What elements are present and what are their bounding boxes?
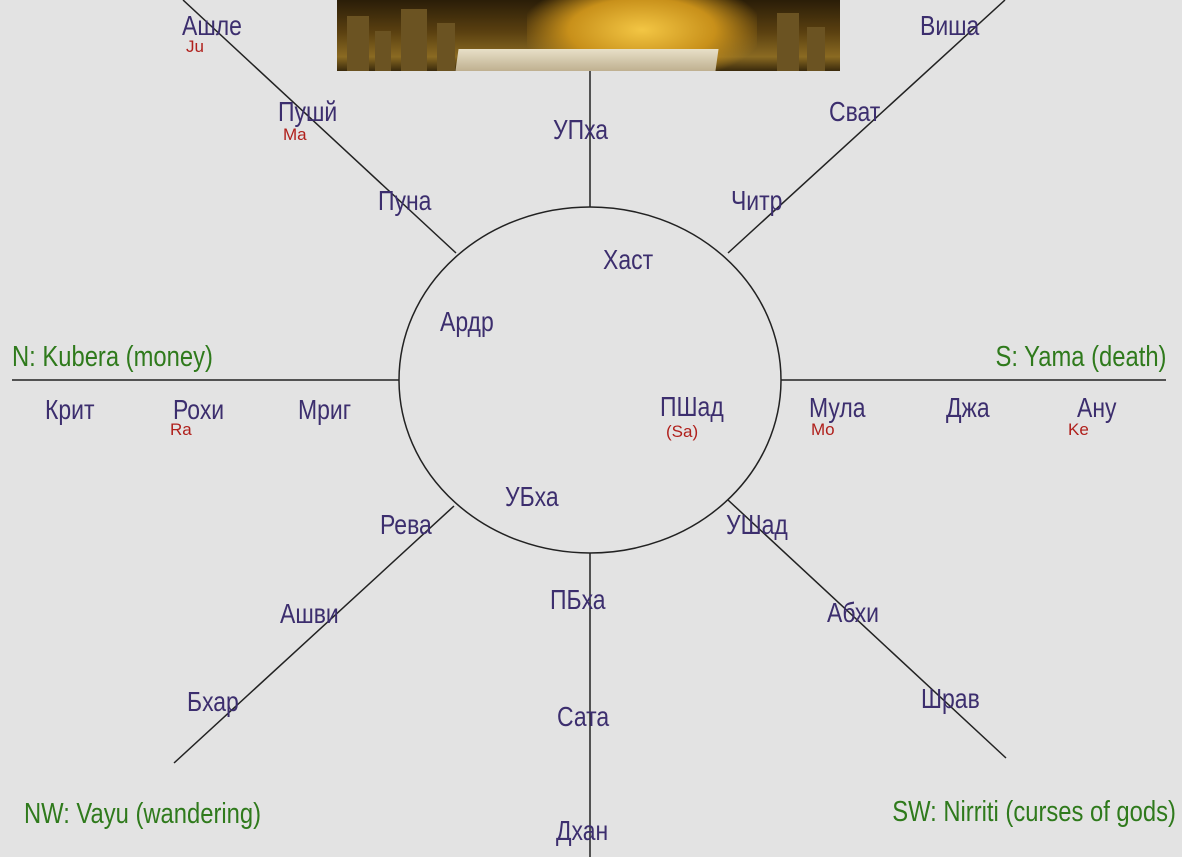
planet-moon: Mo	[811, 421, 835, 438]
nakshatra-bhar: Бхар	[187, 688, 239, 716]
planet-ketu: Ke	[1068, 421, 1089, 438]
direction-north: N: Kubera (money)	[12, 343, 213, 372]
nakshatra-ashle: Ашле	[182, 12, 242, 40]
direction-south: S: Yama (death)	[995, 343, 1166, 372]
nakshatra-uph: УПха	[553, 116, 608, 144]
nakshatra-hast: Хаст	[603, 246, 653, 274]
nakshatra-pshad: ПШад	[660, 393, 724, 421]
building-shape	[347, 16, 369, 71]
nakshatra-mula: Мула	[809, 394, 866, 422]
direction-southwest: SW: Nirriti (curses of gods)	[892, 798, 1176, 827]
planet-mars: Ma	[283, 126, 307, 143]
golden-lion-banner	[337, 0, 840, 71]
nakshatra-anu: Ану	[1077, 394, 1116, 422]
planet-jupiter: Ju	[186, 38, 204, 55]
nakshatra-sata: Сата	[557, 703, 609, 731]
nakshatra-chitr: Читр	[731, 187, 782, 215]
nakshatra-ardr: Ардр	[440, 308, 494, 336]
center-circle	[399, 207, 781, 553]
building-shape	[437, 23, 455, 71]
nakshatra-vish: Виша	[920, 12, 979, 40]
building-shape	[401, 9, 427, 71]
nakshatra-reva: Рева	[380, 511, 432, 539]
direction-northwest: NW: Vayu (wandering)	[24, 800, 261, 829]
building-shape	[375, 31, 391, 71]
planet-saturn: (Sa)	[666, 423, 698, 440]
building-shape	[777, 13, 799, 71]
nakshatra-krit: Крит	[45, 396, 94, 424]
building-shape	[807, 27, 825, 71]
nakshatra-ashvi: Ашви	[280, 600, 339, 628]
nakshatra-ubha: УБха	[505, 483, 559, 511]
nakshatra-dhan: Дхан	[556, 817, 608, 845]
nakshatra-shrav: Шрав	[921, 685, 980, 713]
nakshatra-svat: Сват	[829, 98, 880, 126]
nakshatra-abhi: Абхи	[827, 599, 879, 627]
nakshatra-ushad: УШад	[726, 511, 788, 539]
nakshatra-pbha: ПБха	[550, 586, 606, 614]
line-sw	[174, 506, 454, 763]
nakshatra-puna: Пуна	[378, 187, 431, 215]
planet-rahu: Ra	[170, 421, 192, 438]
nakshatra-dzha: Джа	[946, 394, 990, 422]
plinth-shape	[455, 49, 718, 71]
nakshatra-pushya: Пушй	[278, 98, 337, 126]
nakshatra-mrig: Мриг	[298, 396, 351, 424]
